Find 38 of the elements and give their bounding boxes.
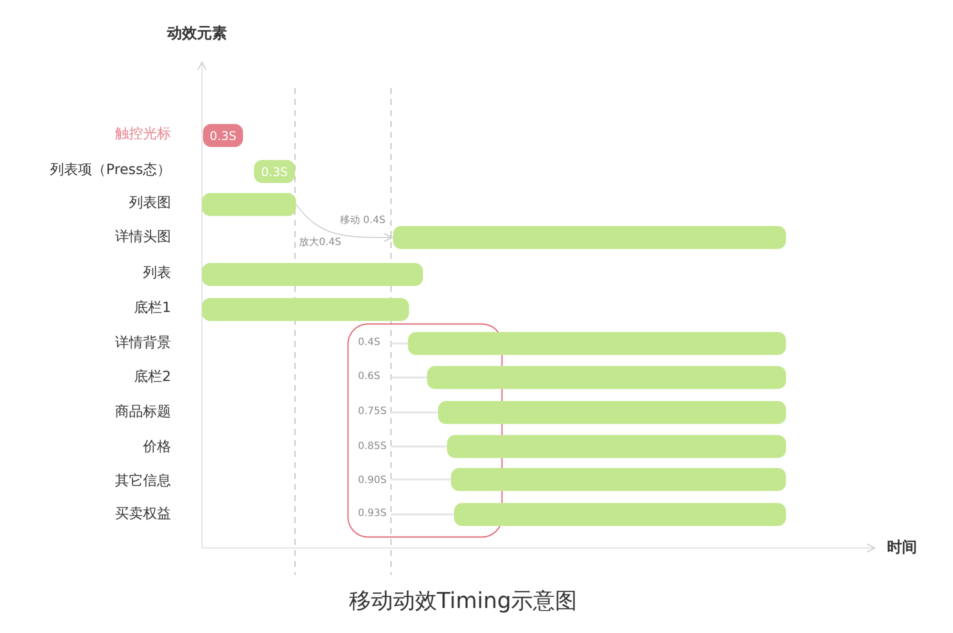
delay-label: 0.90S (358, 475, 387, 486)
timeline-bar (393, 226, 786, 249)
row-label: 列表图 (129, 194, 171, 212)
row-label: 详情背景 (115, 334, 171, 352)
timeline-bar (202, 193, 296, 216)
timeline-bar (408, 332, 786, 355)
duration-label: 0.3S (261, 164, 288, 178)
axis-title: 动效元素 (167, 24, 227, 43)
edge-label: 移动 0.4S (340, 212, 386, 226)
row-label: 价格 (143, 438, 171, 456)
timeline-bar (451, 468, 786, 491)
delay-label: 0.6S (358, 371, 380, 382)
timeline-bar (438, 401, 786, 424)
row-label: 商品标题 (115, 403, 171, 421)
duration-bar (203, 124, 243, 147)
duration-label: 0.3S (210, 128, 236, 142)
timeline-bar (202, 263, 423, 286)
timeline-bar (454, 503, 786, 526)
row-label: 列表项（Press态） (50, 161, 171, 179)
row-label: 底栏1 (134, 299, 171, 317)
delay-label: 0.85S (358, 441, 387, 452)
delay-label: 0.4S (358, 337, 380, 348)
axis-title: 时间 (887, 538, 917, 557)
curved-arrow (296, 204, 393, 242)
annotation-text: 放大0.4S (299, 236, 342, 249)
duration-bar (254, 160, 295, 183)
delay-label: 0.75S (358, 406, 387, 417)
caption: 移动动效Timing示意图 (348, 588, 578, 616)
timeline-bar (427, 366, 786, 389)
row-label: 买卖权益 (115, 505, 171, 523)
delay-label: 0.93S (358, 508, 387, 519)
timeline-bar (447, 435, 786, 458)
row-label: 触控光标 (115, 125, 171, 143)
timeline-bar (202, 298, 409, 321)
row-label: 列表 (143, 264, 171, 282)
row-label: 底栏2 (134, 368, 171, 386)
row-label: 详情头图 (115, 228, 171, 246)
row-label: 其它信息 (115, 472, 171, 490)
